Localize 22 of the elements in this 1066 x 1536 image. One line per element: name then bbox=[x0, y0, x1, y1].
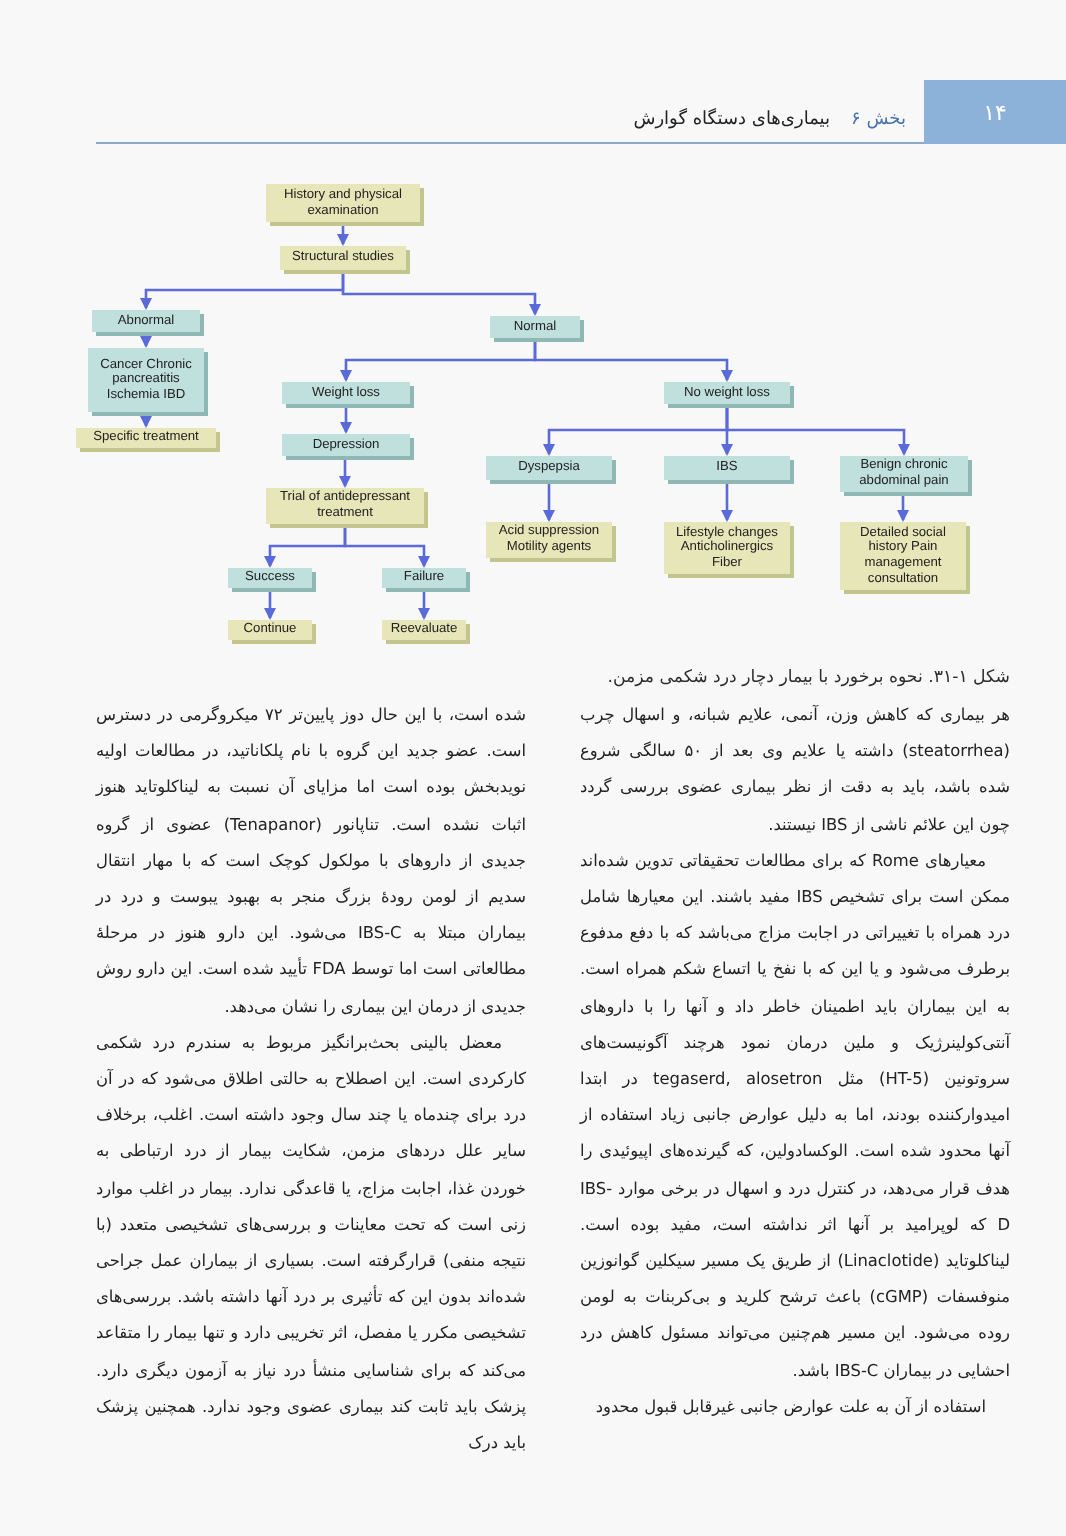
arrow bbox=[543, 480, 555, 522]
arrow bbox=[725, 404, 910, 456]
arrow bbox=[140, 332, 152, 348]
arrow bbox=[264, 588, 276, 620]
body-paragraph: شده است، با این حال دوز پایین‌تر ۷۲ میکروگرمی در دسترس است. عضو جدید این گروه با نام پلکاناتید، در مطالعات اولیه نویدبخش بوده است اما مزایای آن نسبت به لیناکلوتاید هنوز اثبات نشده است. تناپانور (Tenapanor) عضوی از گروه جدیدی از داروهای با مولکول کوچک است که با مهار انتقال سدیم از لومن رودهٔ بزرگ منجر به بهبود یبوست و درد در بیماران مبتلا به IBS-C می‌شود. این دارو هنوز در مرحلهٔ مطالعاتی است اما توسط FDA تأیید شده است. این دارو روش جدیدی از درمان این بیماری را نشان می‌دهد. bbox=[96, 702, 526, 1020]
arrow bbox=[533, 338, 733, 382]
page-number-tab: ۱۴ bbox=[924, 80, 1066, 144]
chapter-number: بخش ۶ bbox=[851, 110, 906, 130]
figure-caption: شکل ۱-۳۱. نحوه برخورد با بیمار دچار درد شکمی مزمن. bbox=[607, 668, 1010, 688]
arrow bbox=[339, 456, 351, 488]
arrow bbox=[897, 492, 909, 522]
chapter-title: بیماری‌های دستگاه گوارش bbox=[633, 110, 830, 130]
arrow bbox=[343, 524, 430, 568]
body-paragraph: هر بیماری که کاهش وزن، آنمی، علایم شبانه، و اسهال چرب (steatorrhea) داشته یا علایم وی بعد از ۵۰ سالگی شروع شده باشد، باید به دقت از نظر بیماری عضوی بررسی گردد چون این علائم ناشی از IBS نیستند. bbox=[580, 702, 1010, 838]
body-paragraph: استفاده از آن به علت عوارض جانبی غیرقابل قبول محدود bbox=[593, 1393, 988, 1420]
body-paragraph: معیارهای Rome که برای مطالعات تحقیقاتی تدوین شده‌اند ممکن است برای تشخیص IBS مفید باشند. این معیارها شامل درد همراه با تغییراتی در اجابت مزاج می‌باشد که با دفع مدفوع برطرف می‌شود و یا این که با نفخ یا اتساع شکم همراه است. به این بیماران باید اطمینان خاطر داد و آنها را با داروهای آنتی‌کولینرژیک و ملین درمان نمود هرچند آگونیست‌های سروتونین (HT-5) مثل tegaserd, alosetron در ابتدا امیدوارکننده بودند، اما به دلیل عوارض جانبی زیاد استفاده از آنها محدود شده است. الوکسادولین، که گیرنده‌های اپیوئیدی را هدف قرار می‌دهد، در کنترل درد و اسهال در برخی موارد IBS-D که لوپرامید بر آنها اثر نداشته است، مفید بوده است. لیناکلوتاید (Linaclotide) از طریق یک مسیر سیکلین گوانوزین منوفسفات (cGMP) باعث ترشح کلرید و بی‌کربنات به لومن روده می‌شود. این مسیر هم‌چنین می‌تواند مسئول کاهش درد احشایی در بیماران IBS-C باشد. bbox=[580, 847, 1010, 1384]
arrow bbox=[340, 404, 352, 434]
arrow bbox=[140, 412, 152, 428]
arrow bbox=[418, 588, 430, 620]
arrow bbox=[341, 270, 541, 316]
body-paragraph: معضل بالینی بحث‌برانگیز مربوط به سندرم درد شکمی کارکردی است. این اصطلاح به حالتی اطلاق می‌شود که در آن درد برای چندماه یا چند سال وجود داشته است. اغلب، برخلاف سایر علل دردهای مزمن، شکایت بیمار از درد ارتباطی به خوردن غذا، اجابت مزاج، یا قاعدگی ندارد. بیمار در اغلب موارد زنی است که تحت معاینات و بررسی‌های تشخیصی متعدد (با نتیجه منفی) قرارگرفته است. بسیاری از بیماران عمل جراحی شده‌اند بدون این که تأثیری بر درد آنها داشته باشد. بررسی‌های تشخیصی مکرر یا مفصل، اثر تخریبی دارد و تنها بیمار را متقاعد می‌کند که برای شناسایی منشأ درد نیاز به آزمون دیگری دارد. پزشک باید ثابت کند بیماری عضوی وجود ندارد. همچنین پزشک باید درک bbox=[96, 1029, 526, 1457]
arrow bbox=[721, 480, 733, 522]
